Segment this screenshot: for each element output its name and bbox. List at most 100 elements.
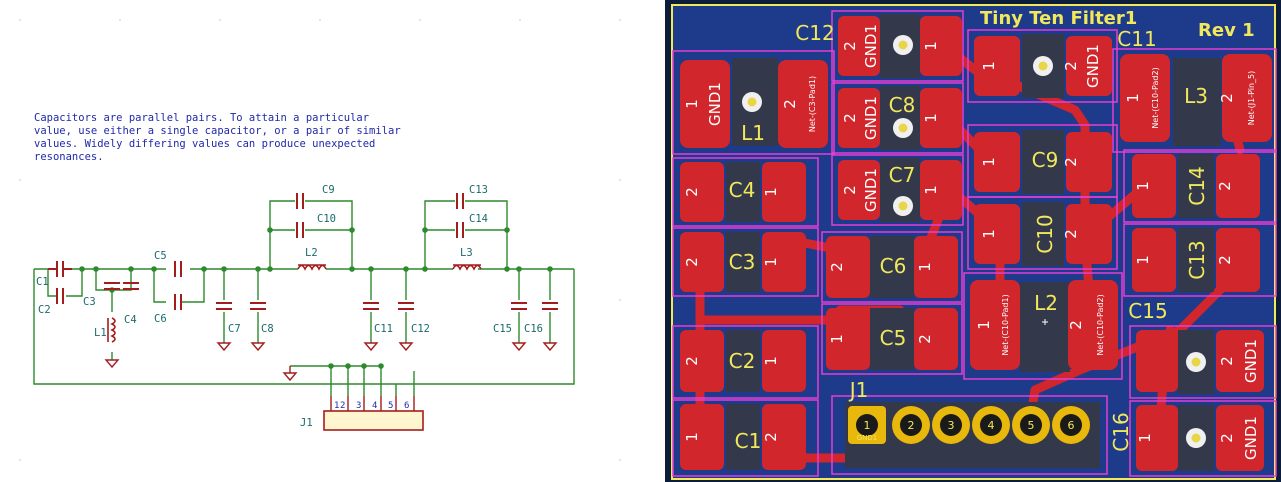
net-gnd-l1: GND1 (706, 82, 724, 126)
pcb-ref-c4: C4 (729, 178, 756, 202)
pcb-panel: Tiny Ten Filter1 Rev 1 (665, 0, 1281, 482)
pcb-j1-pin-3: 3 (948, 419, 955, 432)
note-line-3: values. Widely differing values can prod… (34, 138, 375, 150)
net-l3-pad2: Net-(J1-Pin_5) (1247, 71, 1256, 126)
pad-c9-2: 2 (1062, 157, 1080, 167)
pcb-j1-pin1-net: GND1 (857, 434, 878, 442)
pad-c10-2: 2 (1062, 229, 1080, 239)
note-line-2: value, use either a single capacitor, or… (34, 125, 401, 137)
schematic-inductors (107, 264, 482, 343)
pcb-bodies (726, 14, 1221, 471)
pcb-ref-l3: L3 (1184, 84, 1208, 108)
pad-c5-1: 1 (828, 334, 846, 344)
pad-c8-1: 1 (922, 113, 940, 123)
pcb-pads (680, 16, 1272, 471)
pad-c14-1: 1 (1134, 181, 1152, 191)
pcb-ref-j1: J1 (848, 378, 869, 402)
pcb-ref-c3: C3 (729, 250, 756, 274)
j1-pin-6: 6 (404, 401, 409, 411)
sch-ref-c1: C1 (36, 276, 49, 288)
pcb-ref-c11: C11 (1117, 27, 1156, 51)
pcb-ref-c9: C9 (1032, 148, 1059, 172)
schematic-junctions (79, 227, 553, 369)
pad-c1-1: 1 (683, 432, 701, 442)
pcb-j1-pin-2: 2 (908, 419, 915, 432)
sch-ref-l1: L1 (94, 327, 107, 339)
pcb-ref-c13: C13 (1185, 240, 1209, 279)
sch-ref-c15: C15 (493, 323, 512, 335)
schematic-panel: Capacitors are parallel pairs. To attain… (19, 19, 621, 461)
pad-c11-2: 2 (1062, 61, 1080, 71)
pcb-courtyards (672, 10, 1277, 477)
schematic-grounds (104, 342, 558, 382)
net-gnd-c11: GND1 (1084, 44, 1102, 88)
j1-pin-1: 1 (334, 401, 339, 411)
net-l2-pad2: Net-(C10-Pad2) (1096, 294, 1105, 355)
pad-c14-2: 2 (1216, 181, 1234, 191)
j1-pin-3: 3 (356, 401, 361, 411)
pcb-j1-pin-4: 4 (988, 419, 995, 432)
pcb-ref-c14: C14 (1185, 166, 1209, 205)
pcb-ref-c5: C5 (880, 326, 907, 350)
pcb-ref-c16: C16 (1109, 412, 1133, 451)
pcb-title: Tiny Ten Filter1 (980, 8, 1137, 29)
sch-ref-c13: C13 (469, 184, 488, 196)
pad-l2-1: 1 (975, 320, 993, 330)
net-gnd-c7: GND1 (862, 168, 880, 212)
schematic-grid (19, 19, 621, 461)
sch-ref-c10: C10 (317, 213, 336, 225)
pad-c4-2: 2 (683, 187, 701, 197)
pcb-j1-pin-1: 1 (864, 419, 871, 432)
pad-l2-2: 2 (1067, 320, 1085, 330)
sch-ref-c9: C9 (322, 184, 335, 196)
pad-c3-2: 2 (683, 257, 701, 267)
pcb-ref-c8: C8 (889, 93, 916, 117)
schematic-j1: 1 2 3 4 5 6 (323, 396, 424, 431)
pcb-ref-l1: L1 (741, 121, 765, 145)
net-gnd-c8: GND1 (862, 96, 880, 140)
pad-c9-1: 1 (980, 157, 998, 167)
l1-coil (107, 317, 116, 343)
l2-coil (297, 264, 327, 271)
l3-coil (452, 264, 482, 271)
net-l2-pad1: Net-(C10-Pad1) (1001, 294, 1010, 355)
net-gnd-c16: GND1 (1242, 416, 1260, 460)
sch-ref-c16: C16 (524, 323, 543, 335)
schematic-note: Capacitors are parallel pairs. To attain… (34, 112, 401, 163)
pad-c7-1: 1 (922, 185, 940, 195)
note-line-1: Capacitors are parallel pairs. To attain… (34, 112, 369, 124)
sch-ref-c4: C4 (124, 314, 137, 326)
pcb-j1: 1 2 3 4 5 6 GND1 (848, 406, 1090, 444)
pad-c13-2: 2 (1216, 255, 1234, 265)
sch-ref-l2: L2 (305, 247, 318, 259)
pad-c16-2: 2 (1218, 433, 1236, 443)
net-l3-pad1: Net-(C10-Pad2) (1151, 67, 1160, 128)
j1-pin-4: 4 (372, 401, 377, 411)
pad-c12-2: 2 (841, 41, 859, 51)
pcb-j1-pin-6: 6 (1068, 419, 1075, 432)
sch-ref-l3: L3 (460, 247, 473, 259)
pcb-pad-numbers: 1 2 1 2 1 2 2 1 2 1 2 1 1 2 1 2 1 2 2 1 … (683, 41, 1236, 443)
sch-ref-j1: J1 (300, 417, 313, 429)
pad-c11-1: 1 (980, 61, 998, 71)
pad-c7-2: 2 (841, 185, 859, 195)
pcb-net-labels: Net-(C3-Pad1) Net-(C10-Pad2) Net-(J1-Pin… (808, 67, 1256, 355)
net-gnd-c12: GND1 (862, 24, 880, 68)
pad-c4-1: 1 (762, 187, 780, 197)
pcb-vias (742, 35, 1206, 448)
pad-c1-2: 2 (762, 432, 780, 442)
schematic-refs: C1 C2 C3 C4 L1 C5 C6 C7 C8 C9 C10 L2 C11… (36, 184, 543, 429)
pcb-j1-pin-5: 5 (1028, 419, 1035, 432)
pcb-ref-c7: C7 (889, 163, 916, 187)
pad-c10-1: 1 (980, 229, 998, 239)
net-gnd-c15: GND1 (1242, 339, 1260, 383)
pcb-title-block: Tiny Ten Filter1 Rev 1 (980, 8, 1255, 41)
sch-ref-c11: C11 (374, 323, 393, 335)
sch-ref-c7: C7 (228, 323, 241, 335)
pcb-ref-c12: C12 (795, 21, 834, 45)
pad-c2-2: 2 (683, 356, 701, 366)
schematic-capacitors (48, 193, 558, 310)
pad-l3-1: 1 (1124, 93, 1142, 103)
sch-ref-c12: C12 (411, 323, 430, 335)
